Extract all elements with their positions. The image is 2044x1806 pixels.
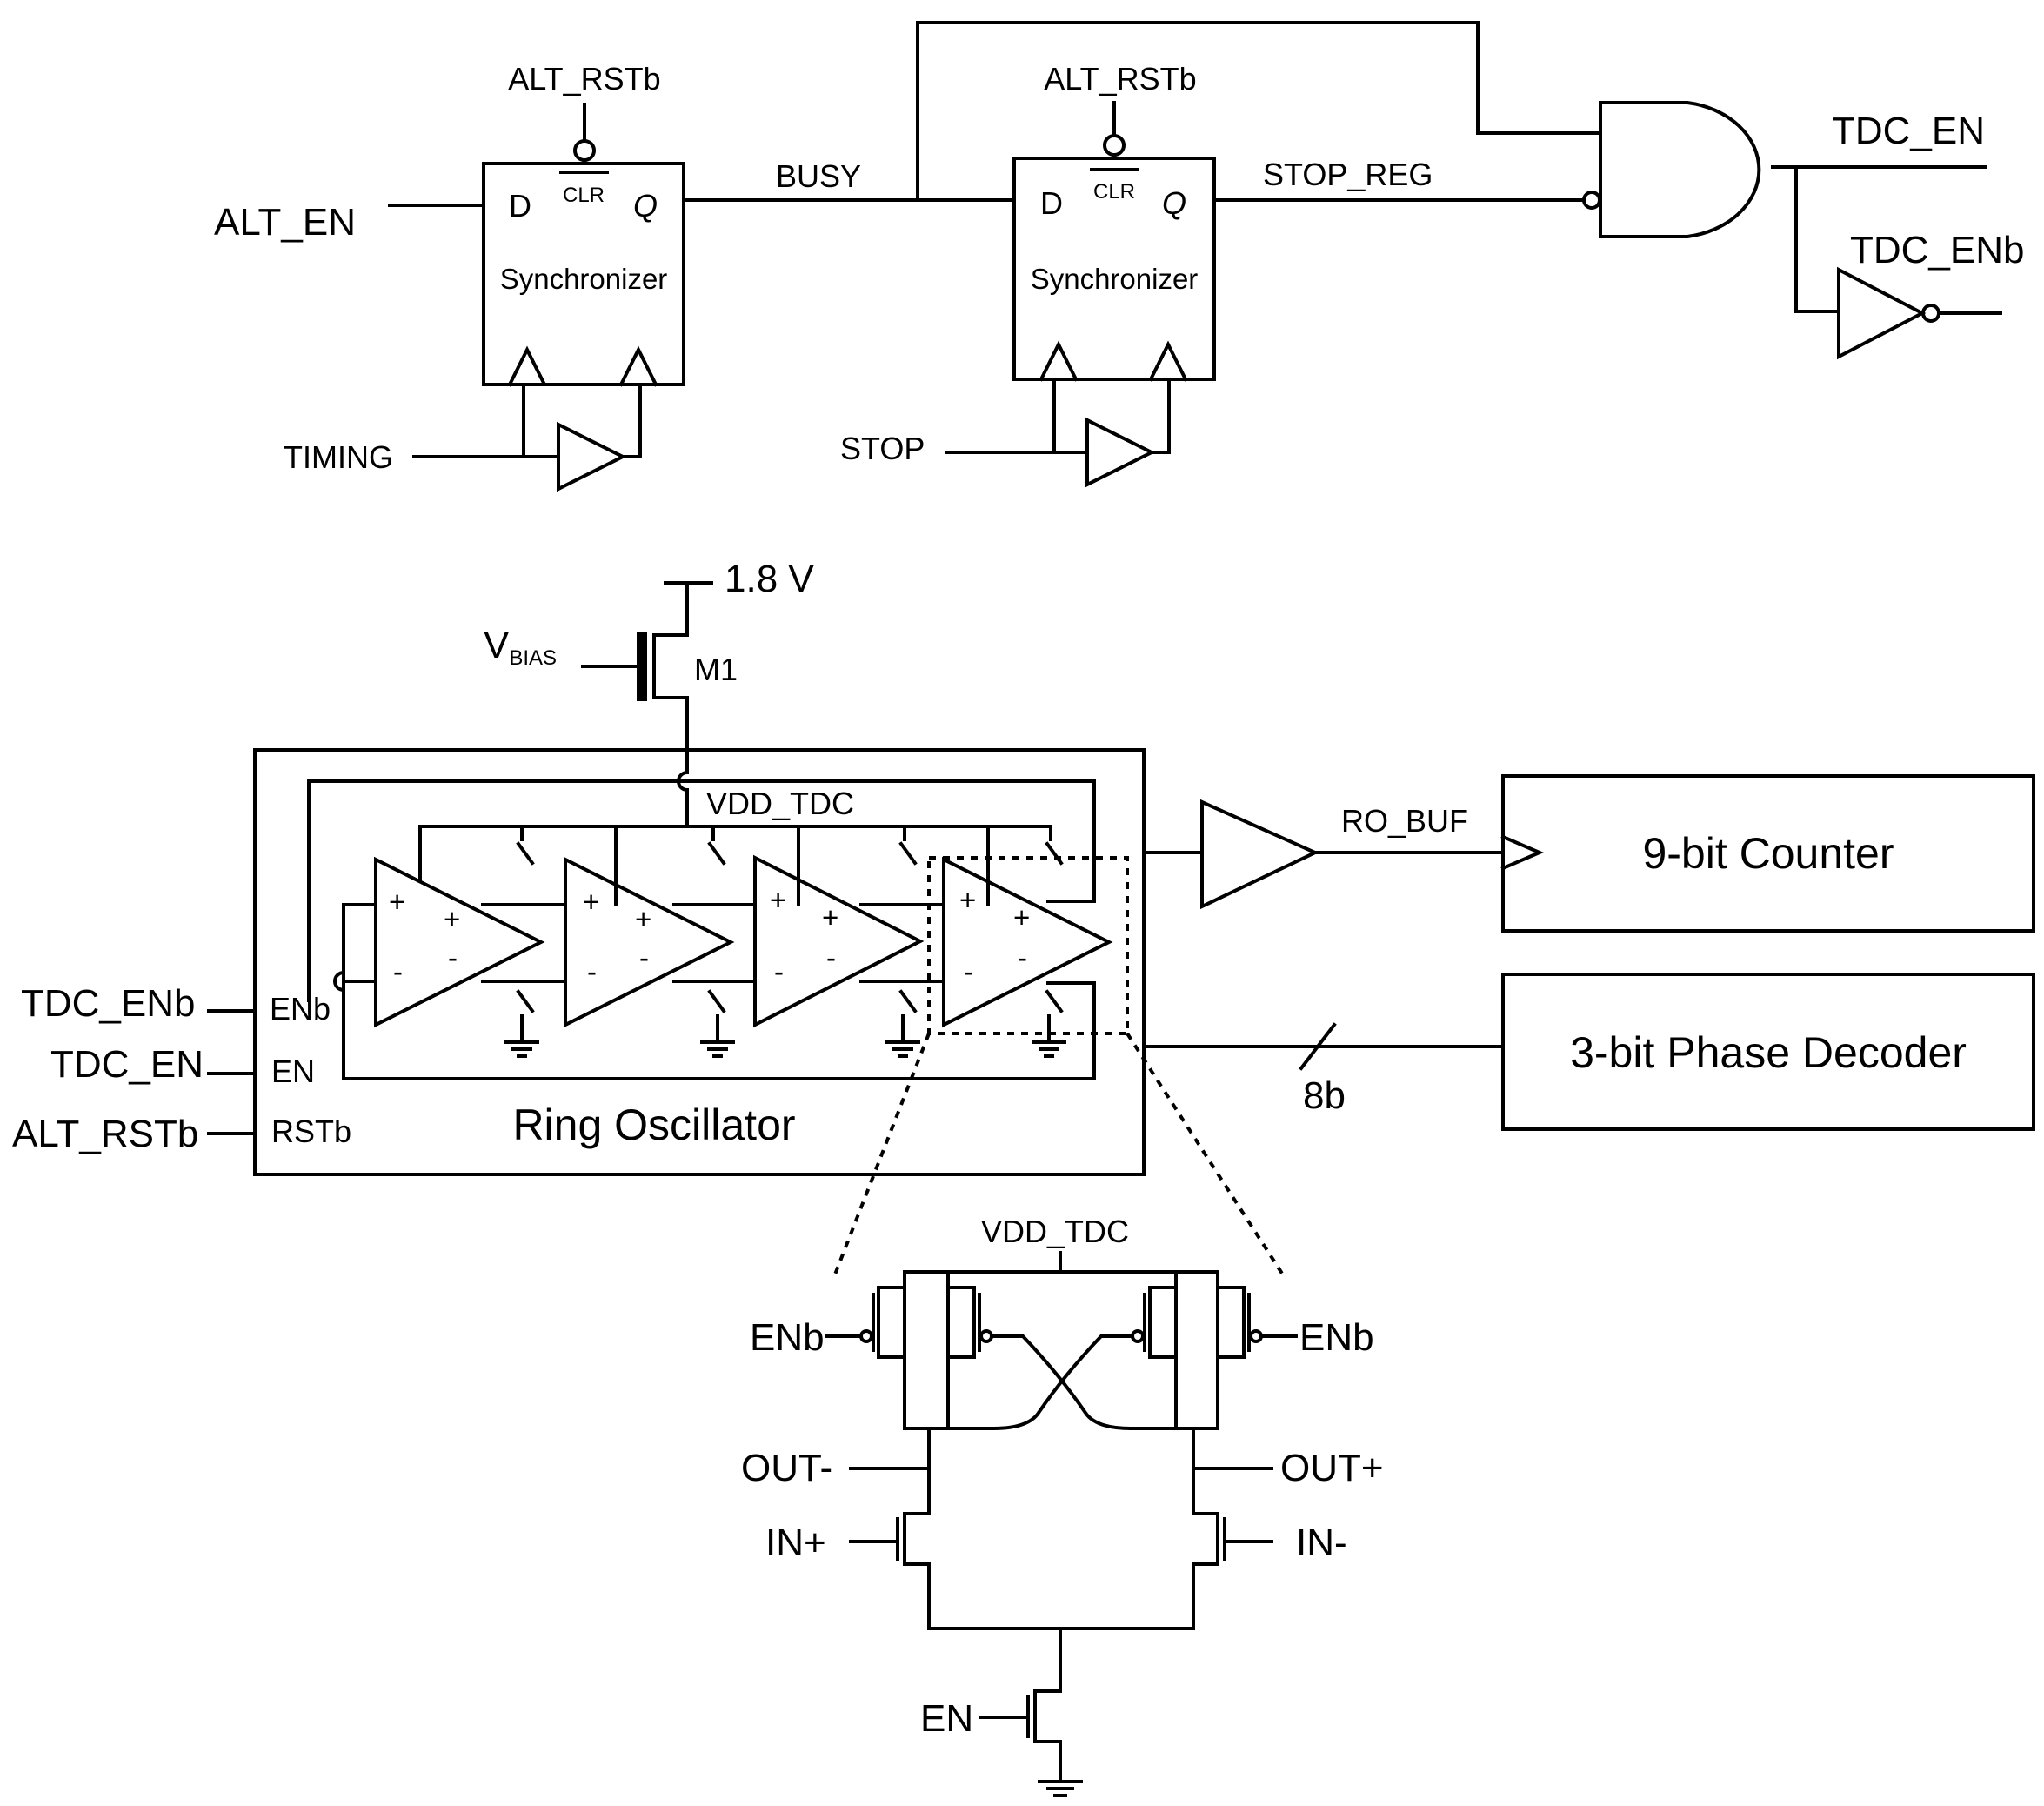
cell-enb-left: ENb	[750, 1316, 825, 1359]
cell-out-plus: OUT+	[1280, 1447, 1384, 1489]
port-rstb-label: RSTb	[271, 1114, 351, 1149]
timing-label: TIMING	[284, 439, 393, 475]
counter-block: 9-bit Counter	[1500, 774, 2035, 933]
port-en-label: EN	[271, 1054, 315, 1089]
busy-label: BUSY	[776, 158, 861, 194]
ring-stage-1: + + - -	[374, 856, 545, 1028]
ring-stage-4: + + - -	[942, 856, 1113, 1028]
vbias-label: VBIAS	[484, 624, 557, 670]
cell-en: EN	[920, 1697, 973, 1740]
vbias-sub: BIAS	[509, 646, 557, 670]
stage2-minus-b: -	[639, 941, 649, 973]
stage4-plus-b: +	[1013, 901, 1030, 933]
input-alt-rstb: ALT_RSTb	[12, 1113, 198, 1155]
cell-vdd-label: VDD_TDC	[981, 1214, 1129, 1249]
input-tdc-en: TDC_EN	[50, 1043, 204, 1086]
reset-switches-bottom	[504, 989, 1066, 1058]
stage4-minus-b: -	[1018, 941, 1027, 973]
sync2-name-label: Synchronizer	[1031, 263, 1199, 295]
clock-buffer-1	[412, 383, 642, 492]
reset-switches-top	[516, 825, 1064, 906]
cell-in-plus: IN+	[765, 1522, 826, 1564]
cell-out-minus: OUT-	[741, 1447, 832, 1489]
ro-buffer	[1200, 799, 1319, 910]
stage3-plus-a: +	[770, 884, 786, 916]
ro-buf-label: RO_BUF	[1341, 803, 1468, 839]
stage1-minus-b: -	[448, 941, 458, 973]
tdc-en-output-label: TDC_EN	[1832, 110, 1985, 152]
stage2-plus-b: +	[635, 903, 651, 935]
stage1-minus-a: -	[393, 955, 403, 987]
clock-buffer-2	[945, 378, 1171, 488]
counter-label: 9-bit Counter	[1642, 829, 1894, 878]
cell-enb-right: ENb	[1299, 1316, 1374, 1359]
delay-cell: VDD_TDC	[741, 1214, 1384, 1797]
m1-label: M1	[694, 652, 738, 687]
input-tdc-enb: TDC_ENb	[21, 982, 196, 1025]
stop-reg-label: STOP_REG	[1263, 157, 1433, 192]
sync2-rst-label: ALT_RSTb	[1044, 61, 1196, 97]
stage1-plus-b: +	[444, 903, 460, 935]
tdc-enb-output-label: TDC_ENb	[1850, 229, 2025, 271]
vbias-main: V	[484, 624, 510, 666]
sync1-name-label: Synchronizer	[500, 263, 668, 295]
ring-stage-3: + + - -	[753, 854, 925, 1028]
decoder-block: 3-bit Phase Decoder	[1501, 973, 2035, 1131]
ring-oscillator-block: Ring Oscillator ENb EN RSTb	[253, 748, 1146, 1176]
synchronizer-1: ALT_RSTb CLR D Q Synchronizer	[482, 61, 685, 387]
sync2-q-label: Q	[1162, 185, 1186, 221]
stage3-plus-b: +	[822, 901, 838, 933]
sync1-d-label: D	[509, 188, 531, 224]
stage3-minus-a: -	[774, 955, 784, 987]
stage2-minus-a: -	[587, 955, 597, 987]
stage2-plus-a: +	[583, 886, 599, 918]
stage-highlight	[927, 856, 1129, 1035]
stage3-minus-b: -	[826, 941, 836, 973]
ring-stage-2: + + - -	[564, 856, 735, 1028]
port-enb-label: ENb	[270, 991, 331, 1027]
sync1-q-label: Q	[633, 188, 658, 224]
sync2-d-label: D	[1040, 185, 1063, 221]
sync2-clr-label: CLR	[1093, 180, 1135, 204]
stage4-minus-a: -	[964, 955, 973, 987]
stop-label: STOP	[840, 431, 925, 466]
vdd-tdc-label: VDD_TDC	[706, 786, 854, 821]
cell-in-minus: IN-	[1296, 1522, 1347, 1564]
ring-title: Ring Oscillator	[512, 1100, 795, 1149]
synchronizer-2: ALT_RSTb CLR D Q Synchronizer	[1012, 61, 1216, 382]
sync1-clr-label: CLR	[563, 184, 605, 207]
and-gate	[1599, 101, 1761, 238]
alt-en-label: ALT_EN	[214, 201, 356, 244]
stage1-plus-a: +	[389, 886, 405, 918]
supply-label: 1.8 V	[725, 558, 814, 600]
sync1-rst-label: ALT_RSTb	[508, 61, 660, 97]
stage4-plus-a: +	[959, 884, 976, 916]
bus-width-label: 8b	[1303, 1074, 1346, 1117]
m1-transistor	[581, 632, 689, 701]
decoder-label: 3-bit Phase Decoder	[1570, 1028, 1967, 1077]
output-inverter	[1837, 266, 1940, 360]
